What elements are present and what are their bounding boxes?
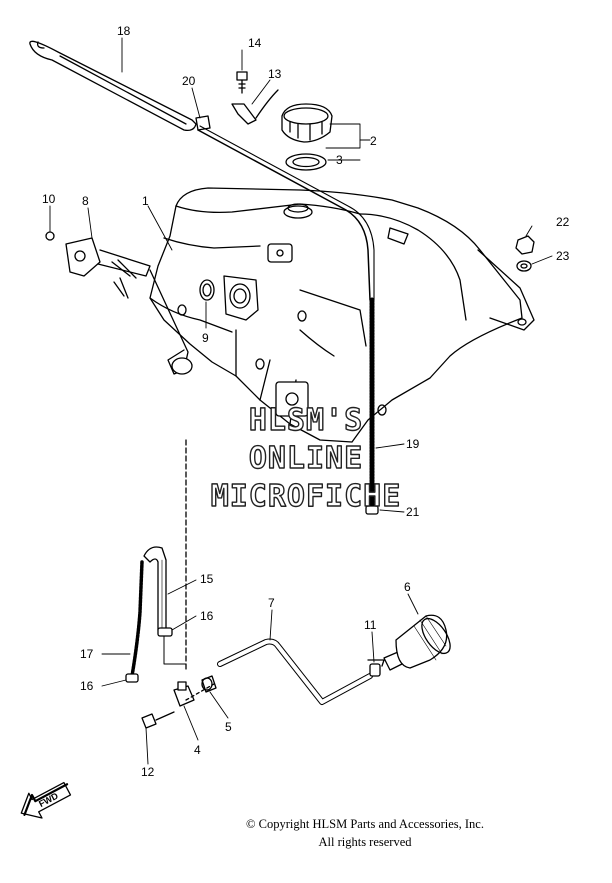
part-clip-21 — [365, 505, 379, 515]
forward-direction-arrow: FWD — [20, 781, 72, 819]
part-clip-16-lower — [125, 673, 139, 683]
copyright-line-1: © Copyright HLSM Parts and Accessories, … — [246, 817, 484, 831]
callout-20: 20 — [182, 74, 196, 88]
callout-13: 13 — [268, 67, 282, 81]
callout-2: 2 — [370, 134, 377, 148]
callout-1: 1 — [142, 194, 149, 208]
callout-21: 21 — [406, 505, 420, 519]
callout-10: 10 — [42, 192, 56, 206]
part-fuel-filter-6 — [383, 614, 451, 671]
part-bolt-14 — [236, 71, 248, 94]
watermark-line-2: ONLINE — [249, 441, 363, 476]
callout-17: 17 — [80, 647, 94, 661]
callout-22: 22 — [556, 215, 570, 229]
callout-18: 18 — [117, 24, 131, 38]
watermark: HLSM'S ONLINE MICROFICHE — [210, 402, 402, 514]
part-clip-16-upper — [157, 627, 173, 637]
callout-11: 11 — [364, 618, 377, 632]
part-cap-gasket — [285, 153, 327, 171]
callout-3: 3 — [336, 153, 343, 167]
callout-6: 6 — [404, 580, 411, 594]
part-fuel-cock-4 — [163, 635, 195, 707]
part-pipe-17 — [130, 560, 144, 678]
part-clip-11 — [367, 659, 385, 677]
part-screw-12 — [141, 711, 175, 729]
copyright-line-2: All rights reserved — [318, 835, 412, 849]
callout-4: 4 — [194, 743, 201, 757]
callout-5: 5 — [225, 720, 232, 734]
watermark-line-3: MICROFICHE — [211, 479, 402, 514]
part-washer-23 — [516, 260, 532, 272]
callout-7: 7 — [268, 596, 275, 610]
callout-12: 12 — [141, 765, 155, 779]
part-vent-hose — [197, 125, 375, 509]
part-breather-hose — [29, 40, 197, 132]
part-sender-unit — [65, 237, 193, 375]
callout-8: 8 — [82, 194, 89, 208]
callout-16-upper: 16 — [200, 609, 214, 623]
part-gasket-9 — [199, 279, 215, 301]
part-nut-22 — [515, 235, 535, 255]
watermark-line-1: HLSM'S — [249, 403, 363, 438]
part-fuel-tank — [149, 187, 535, 443]
callout-16-lower: 16 — [80, 679, 94, 693]
callout-9: 9 — [202, 331, 209, 345]
callout-15: 15 — [200, 572, 214, 586]
part-screw-10 — [45, 231, 55, 241]
callout-23: 23 — [556, 249, 570, 263]
leader-lines — [49, 37, 553, 765]
part-fuel-pipe-7 — [185, 638, 373, 705]
copyright-notice: © Copyright HLSM Parts and Accessories, … — [200, 815, 530, 851]
part-clip-20 — [195, 115, 211, 131]
part-clamp-13 — [231, 89, 279, 125]
part-fuel-cap — [281, 103, 333, 143]
callout-19: 19 — [406, 437, 420, 451]
callout-14: 14 — [248, 36, 262, 50]
callout-numbers: 18 14 13 20 2 3 1 8 10 9 22 23 19 21 15 … — [42, 24, 570, 779]
part-collar-5 — [201, 675, 217, 693]
